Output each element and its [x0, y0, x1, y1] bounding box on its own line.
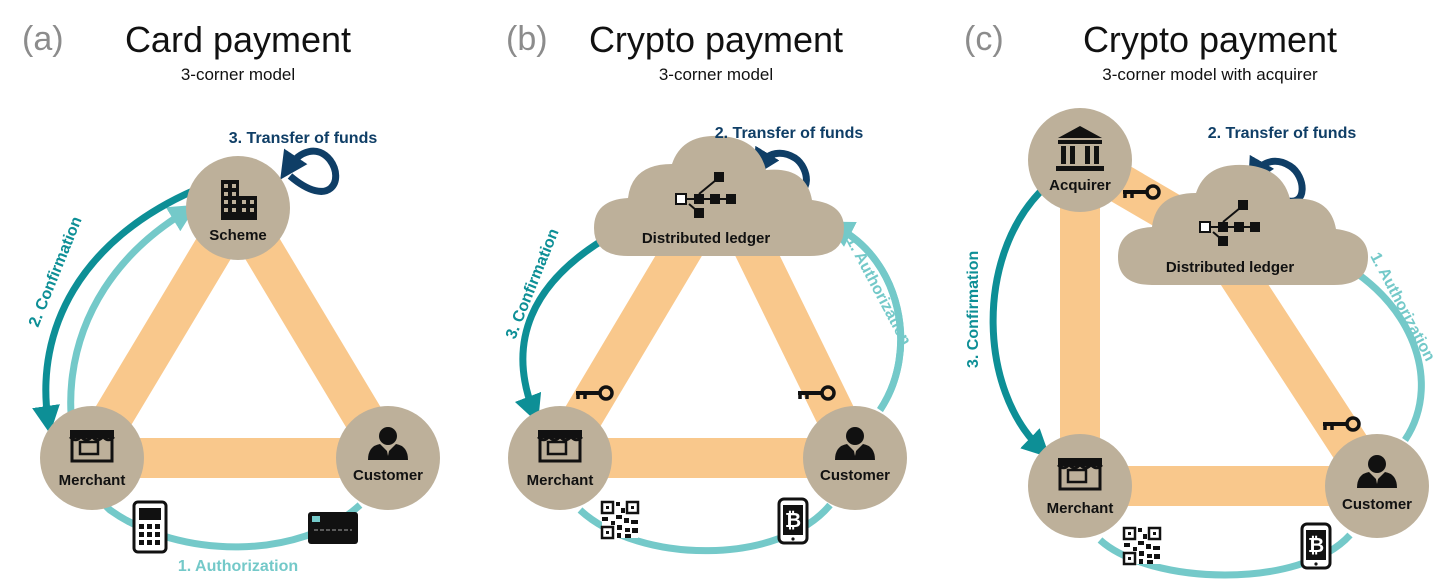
- distributed-ledger-node: Distributed ledger: [1118, 164, 1368, 285]
- confirmation-label: 2. Confirmation: [26, 214, 86, 329]
- confirmation-label: 3. Confirmation: [965, 251, 982, 368]
- panel-b: (b) Crypto payment 3-corner model Distri…: [503, 19, 914, 555]
- bitcoin-phone-icon: [777, 497, 809, 545]
- distributed-ledger-node: Distributed ledger: [594, 135, 844, 256]
- bank-icon: [1056, 126, 1104, 171]
- card-terminal-icon: [132, 500, 168, 554]
- panel-title: Crypto payment: [589, 19, 843, 60]
- qr-code-icon: [600, 500, 640, 540]
- transfer-label: 3. Transfer of funds: [229, 130, 378, 147]
- confirmation-arrow: [514, 221, 632, 424]
- panel-title: Card payment: [125, 19, 351, 60]
- panel-a: (a) Card payment 3-corner model: [22, 19, 440, 575]
- acquirer-label: Acquirer: [1049, 177, 1111, 194]
- transfer-of-funds-arrow: [1248, 154, 1306, 205]
- credit-card-icon: [308, 512, 358, 544]
- merchant-node: Merchant: [1028, 434, 1132, 538]
- panel-title: Crypto payment: [1083, 19, 1337, 60]
- panel-label: (a): [22, 20, 64, 58]
- customer-label: Customer: [353, 467, 423, 484]
- panel-label: (c): [964, 20, 1004, 58]
- customer-node: Customer: [1325, 434, 1429, 538]
- merchant-label: Merchant: [1047, 500, 1114, 517]
- building-icon: [221, 180, 257, 220]
- customer-label: Customer: [1342, 496, 1412, 513]
- confirmation-arrow: [32, 186, 197, 434]
- scheme-node: Scheme: [186, 156, 290, 260]
- scheme-label: Scheme: [209, 227, 267, 244]
- merchant-node: Merchant: [40, 406, 144, 510]
- qr-code-icon: [1122, 526, 1162, 566]
- panel-subtitle: 3-corner model with acquirer: [1102, 65, 1318, 84]
- panel-label: (b): [506, 20, 548, 58]
- acquirer-node: Acquirer: [1028, 108, 1132, 212]
- merchant-node: Merchant: [508, 406, 612, 510]
- authorization-label: 1. Authorization: [1366, 250, 1437, 364]
- confirmation-arrow: [989, 189, 1051, 458]
- customer-node: Customer: [336, 406, 440, 510]
- panel-c: (c) Crypto payment 3-corner model with a…: [964, 19, 1438, 579]
- customer-node: Customer: [803, 406, 907, 510]
- ledger-label: Distributed ledger: [1166, 259, 1295, 276]
- panel-subtitle: 3-corner model: [659, 65, 773, 84]
- panel-subtitle: 3-corner model: [181, 65, 295, 84]
- transfer-label: 2. Transfer of funds: [715, 125, 864, 142]
- transfer-of-funds-arrow: [280, 147, 340, 195]
- authorization-label: 1. Authorization: [178, 558, 298, 575]
- transfer-label: 2. Transfer of funds: [1208, 125, 1357, 142]
- bitcoin-phone-icon: [1300, 522, 1332, 570]
- ledger-label: Distributed ledger: [642, 230, 771, 247]
- authorization-label: 1. Authorization: [842, 234, 913, 348]
- merchant-label: Merchant: [59, 472, 126, 489]
- customer-label: Customer: [820, 467, 890, 484]
- merchant-label: Merchant: [527, 472, 594, 489]
